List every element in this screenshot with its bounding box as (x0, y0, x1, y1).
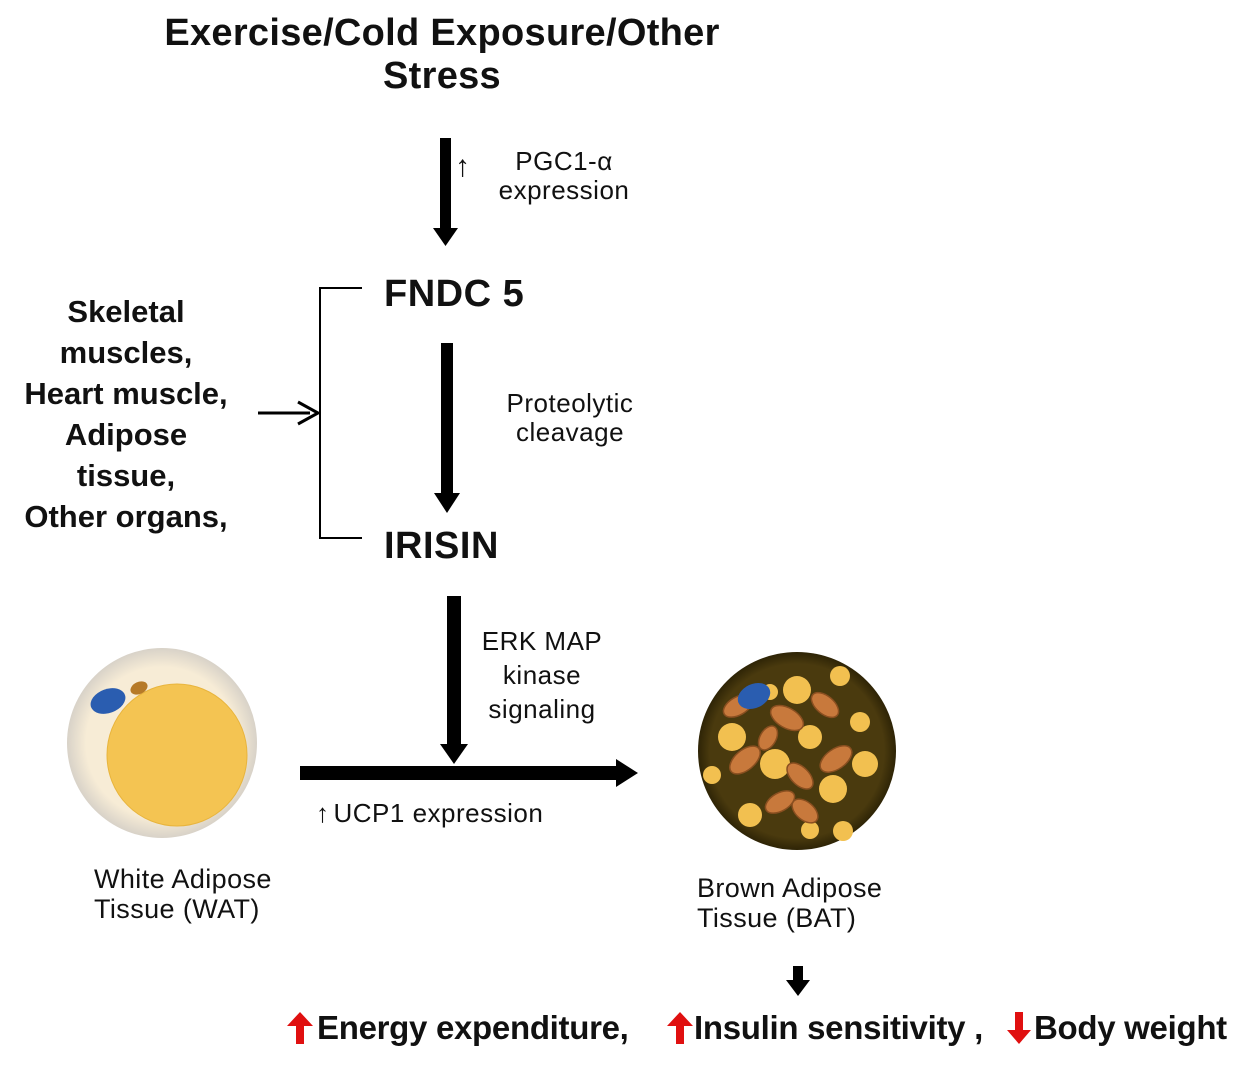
organ-bracket (319, 287, 362, 539)
fndc5-node: FNDC 5 (384, 273, 525, 315)
arrow-fndc5-to-irisin (434, 343, 460, 513)
red-down-arrow-icon (1007, 1012, 1031, 1045)
bat-tissue-illustration (698, 652, 896, 850)
erk-signaling-label: ERK MAP kinase signaling (481, 626, 603, 724)
outcome-insulin: Insulin sensitivity , (666, 1009, 983, 1047)
wat-label: White Adipose Tissue (WAT) (94, 864, 272, 925)
arrow-wat-to-bat (300, 759, 638, 787)
ucp1-up-arrow: ↑ (316, 798, 330, 828)
arrow-stress-to-fndc5 (433, 138, 458, 246)
arrow-organs-to-bracket (258, 400, 322, 426)
arrow-irisin-to-ucp1 (440, 596, 468, 764)
irisin-node: IRISIN (384, 525, 499, 567)
arrow-bat-to-outcomes (786, 966, 810, 996)
title-line-1: Exercise/Cold Exposure/Other (164, 12, 720, 54)
red-up-arrow-icon (287, 1012, 313, 1045)
outcome-energy: Energy expenditure, (286, 1009, 629, 1047)
outcome-body-weight: Body weight (1006, 1009, 1227, 1047)
pgc1-up-arrow: ↑ (455, 150, 470, 183)
source-organs-list: Skeletal muscles, Heart muscle, Adipose … (24, 294, 228, 534)
ucp1-text: UCP1 expression (333, 798, 544, 828)
bat-label: Brown Adipose Tissue (BAT) (697, 873, 883, 934)
wat-cell-illustration (67, 648, 257, 838)
stress-title: Exercise/Cold Exposure/Other Stress (0, 12, 884, 97)
title-line-2: Stress (383, 54, 501, 97)
red-up-arrow-icon (667, 1012, 693, 1045)
ucp1-label: ↑ UCP1 expression (316, 798, 544, 828)
pgc1-label: PGC1-α expression (498, 146, 630, 206)
cleavage-label: Proteolytic cleavage (506, 388, 634, 448)
